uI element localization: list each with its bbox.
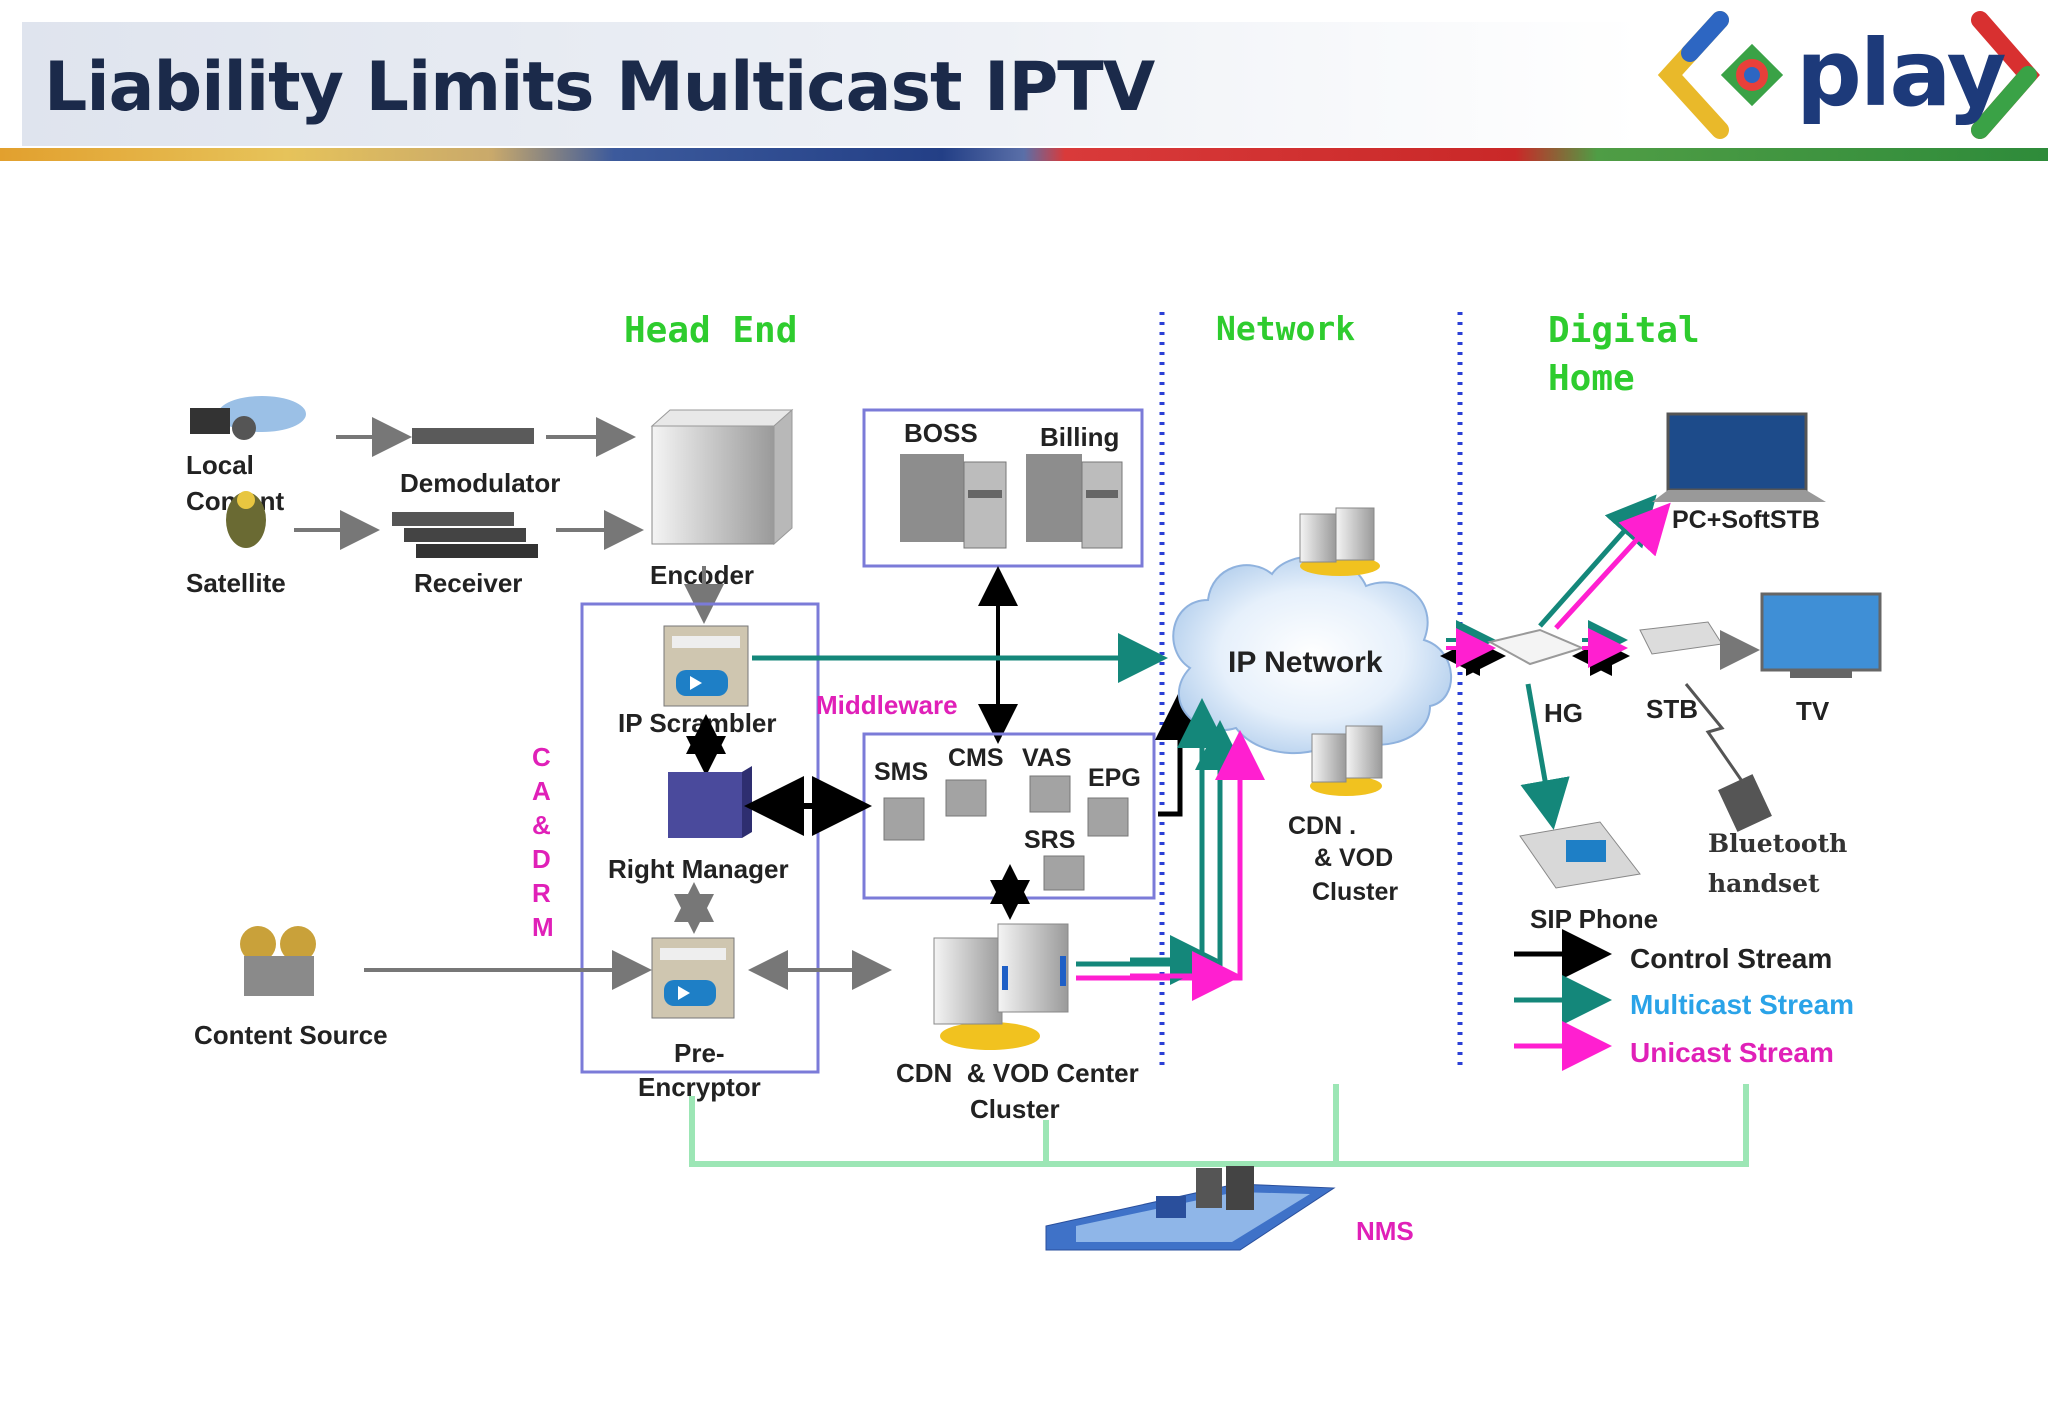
label-pre-encryptor-1: Pre- xyxy=(674,1038,725,1068)
ca-drm-4: D xyxy=(532,844,551,874)
satellite-dish-icon xyxy=(226,491,266,548)
label-content-source: Content Source xyxy=(194,1020,388,1050)
section-head-end: Head End xyxy=(624,310,797,351)
receiver-icon xyxy=(392,512,538,558)
sms-server-icon xyxy=(883,797,925,841)
label-stb: STB xyxy=(1646,694,1698,724)
ca-drm-6: M xyxy=(532,912,554,942)
label-ip-network: IP Network xyxy=(1228,646,1383,679)
nms-platform-icon xyxy=(1045,1166,1336,1251)
film-camera-icon xyxy=(240,926,316,996)
ca-drm-5: R xyxy=(532,878,551,908)
tv-icon xyxy=(1760,592,1882,678)
cms-server-icon xyxy=(945,779,987,817)
label-local-content-1: Local xyxy=(186,450,254,480)
vas-server-icon xyxy=(1029,775,1071,813)
label-cdn-vod-2: & VOD xyxy=(1314,844,1393,872)
logo-text: play xyxy=(1796,20,2007,127)
ca-drm-box xyxy=(580,602,820,1074)
home-gateway-icon xyxy=(1487,628,1585,666)
label-boss: BOSS xyxy=(904,418,978,448)
ca-drm-3: & xyxy=(532,810,551,840)
encoder-server-icon xyxy=(650,408,794,546)
label-receiver: Receiver xyxy=(414,568,522,598)
legend-multicast-label: Multicast Stream xyxy=(1630,989,1854,1020)
right-manager-icon xyxy=(668,766,752,838)
label-right-manager: Right Manager xyxy=(608,854,789,884)
section-network: Network xyxy=(1216,309,1355,348)
sip-phone-icon xyxy=(1519,821,1641,889)
label-bluetooth-1: Bluetooth xyxy=(1708,829,1847,858)
srs-server-icon xyxy=(1043,855,1085,891)
label-ip-scrambler: IP Scrambler xyxy=(618,708,777,738)
page-title: Liability Limits Multicast IPTV xyxy=(44,48,1155,127)
play-logo-icon xyxy=(1657,11,2040,139)
section-digital-home-2: Home xyxy=(1548,358,1635,399)
label-demodulator: Demodulator xyxy=(400,468,560,498)
bluetooth-handset-icon xyxy=(1718,774,1772,832)
label-epg: EPG xyxy=(1088,764,1141,792)
network-cdn-vod-icon xyxy=(1310,725,1383,796)
slide-header: Liability Limits Multicast IPTV play xyxy=(0,0,2048,161)
label-vas: VAS xyxy=(1022,744,1072,772)
label-cms: CMS xyxy=(948,744,1004,772)
demodulator-icon xyxy=(412,428,534,444)
label-cdn-vod-3: Cluster xyxy=(1312,878,1398,906)
pre-encryptor-icon xyxy=(651,937,735,1019)
label-satellite: Satellite xyxy=(186,568,286,598)
label-srs: SRS xyxy=(1024,826,1075,854)
nms-bus xyxy=(689,1084,1749,1167)
epg-server-icon xyxy=(1087,797,1129,837)
label-tv: TV xyxy=(1796,696,1830,726)
label-pc-softstb: PC+SoftSTB xyxy=(1672,506,1820,534)
label-bluetooth-2: handset xyxy=(1708,869,1820,898)
label-nms: NMS xyxy=(1356,1216,1414,1246)
header-stripe xyxy=(0,148,2048,161)
set-top-box-icon xyxy=(1639,621,1723,655)
network-server-top-icon xyxy=(1299,507,1380,576)
legend-unicast-label: Unicast Stream xyxy=(1630,1037,1834,1068)
laptop-icon xyxy=(1652,412,1826,502)
multicast-hg-pc xyxy=(1538,494,1657,628)
multicast-hg-sip xyxy=(1520,683,1570,830)
arrow-middleware-ipnet xyxy=(1155,690,1205,817)
title-band xyxy=(22,22,1642,146)
label-sms: SMS xyxy=(874,758,928,786)
billing-server-icon xyxy=(1026,454,1123,549)
bluetooth-signal-icon xyxy=(1684,683,1746,785)
ca-drm-2: A xyxy=(532,776,551,806)
label-hg: HG xyxy=(1544,698,1583,728)
label-cdn-vod-center-2: Cluster xyxy=(970,1094,1060,1124)
unicast-hg-pc xyxy=(1554,502,1671,630)
label-billing: Billing xyxy=(1040,422,1119,452)
label-cdn-vod-1: CDN . xyxy=(1288,812,1356,840)
legend-control-label: Control Stream xyxy=(1630,943,1832,974)
label-middleware: Middleware xyxy=(816,690,958,720)
cdn-vod-center-icon xyxy=(933,923,1069,1050)
label-cdn-vod-center-1: CDN & VOD Center xyxy=(896,1058,1139,1088)
label-sip-phone: SIP Phone xyxy=(1530,904,1658,934)
camera-icon xyxy=(190,396,306,440)
section-digital-home-1: Digital xyxy=(1548,310,1700,351)
boss-server-icon xyxy=(900,454,1007,549)
ca-drm-1: C xyxy=(532,742,551,772)
label-pre-encryptor-2: Encryptor xyxy=(638,1072,761,1102)
ip-scrambler-icon xyxy=(663,625,749,707)
